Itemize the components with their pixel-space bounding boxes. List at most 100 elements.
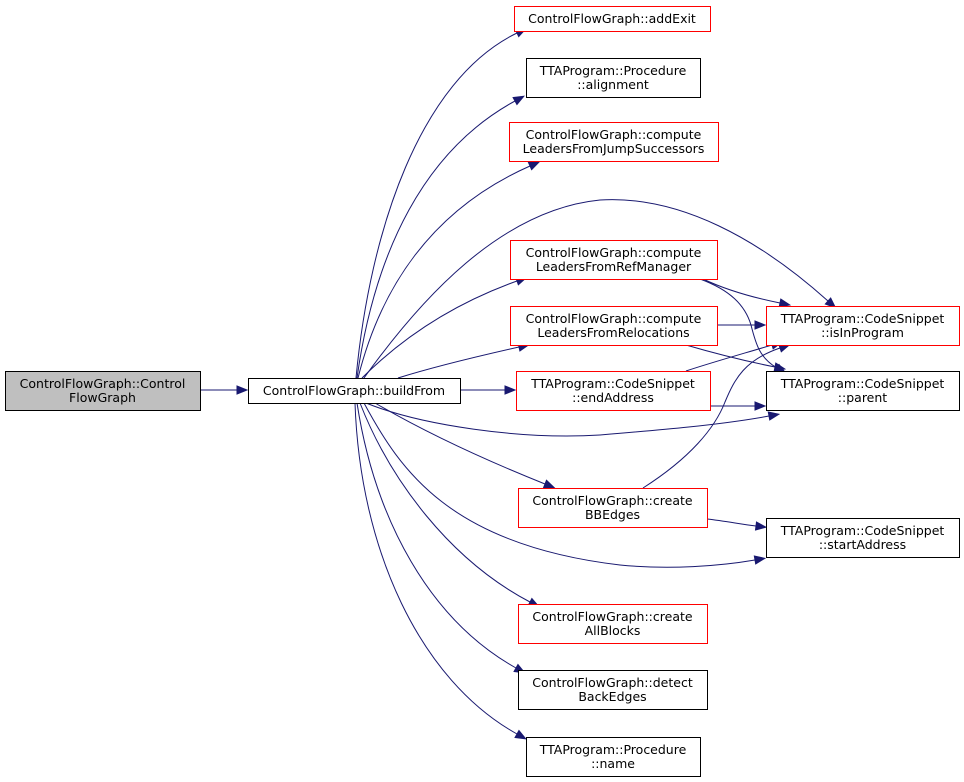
node-label-line: LeadersFromRelocations (537, 325, 689, 340)
node-label-line: LeadersFromRefManager (536, 259, 692, 274)
edge-line (685, 344, 773, 372)
node-label-line: BackEdges (578, 689, 646, 704)
node-startAddress[interactable]: TTAProgram::CodeSnippet::startAddress (766, 518, 960, 558)
edge-buildFrom-to-name (354, 402, 527, 740)
edge-line (706, 518, 757, 527)
node-label-line: ControlFlowGraph::detect (532, 675, 693, 690)
node-box (509, 122, 719, 162)
node-label-line: ControlFlowGraph::compute (526, 127, 702, 142)
arrowhead (504, 385, 517, 395)
node-label-line: TTAProgram::Procedure (539, 742, 687, 757)
arrowhead (773, 362, 787, 372)
edge-line (361, 280, 518, 379)
edge-line (642, 347, 781, 489)
arrowhead (514, 729, 527, 740)
edge-line (356, 100, 516, 379)
node-addExit[interactable]: ControlFlowGraph::addExit (514, 6, 711, 32)
node-label-line: ::endAddress (572, 390, 654, 405)
node-label-line: TTAProgram::CodeSnippet (780, 376, 945, 391)
node-box (766, 306, 960, 346)
edge-endAddress-to-parent (710, 401, 767, 411)
node-label-line: ControlFlowGraph::addExit (528, 11, 696, 26)
edge-bbEdges-to-startAddress (706, 518, 768, 531)
edge-line (702, 278, 781, 304)
arrowhead (754, 320, 767, 330)
node-label-line: FlowGraph (69, 390, 136, 405)
node-jumpSucc[interactable]: ControlFlowGraph::computeLeadersFromJump… (509, 122, 719, 162)
edge-line (356, 402, 517, 669)
node-label-line: ::name (591, 756, 635, 771)
node-label-line: TTAProgram::Procedure (539, 63, 687, 78)
edge-buildFrom-to-startAddress (363, 402, 767, 568)
arrowhead (512, 95, 525, 106)
node-label-line: TTAProgram::CodeSnippet (780, 523, 945, 538)
edge-buildFrom-to-addExit (355, 28, 528, 379)
node-label-line: ControlFlowGraph::create (532, 493, 692, 508)
node-label-line: ::isInProgram (821, 325, 904, 340)
node-box (518, 670, 708, 710)
edge-line (357, 165, 531, 379)
node-box (518, 604, 708, 644)
node-isInProgram[interactable]: TTAProgram::CodeSnippet::isInProgram (766, 306, 960, 346)
node-box (526, 58, 701, 98)
node-relocations[interactable]: ControlFlowGraph::computeLeadersFromRelo… (510, 306, 718, 346)
node-alignment[interactable]: TTAProgram::Procedure::alignment (526, 58, 701, 98)
node-label-line: ControlFlowGraph::compute (526, 311, 702, 326)
node-box (516, 371, 711, 411)
edge-refManager-to-isInProgram (702, 278, 792, 308)
node-label-line: ControlFlowGraph::compute (526, 245, 702, 260)
edge-line (374, 402, 546, 485)
node-refManager[interactable]: ControlFlowGraph::computeLeadersFromRefM… (510, 240, 718, 280)
edge-line (354, 402, 518, 735)
edge-buildFrom-to-parent (365, 402, 781, 437)
node-label-line: LeadersFromJumpSuccessors (523, 141, 705, 156)
arrowhead (754, 401, 767, 411)
node-box (514, 6, 711, 32)
edge-buildFrom-to-endAddress (460, 385, 517, 395)
node-label-line: ControlFlowGraph::Control (20, 376, 186, 391)
node-box (518, 488, 708, 528)
node-endAddress[interactable]: TTAProgram::CodeSnippet::endAddress (516, 371, 711, 411)
node-box (5, 371, 201, 411)
node-box (248, 378, 461, 404)
node-name[interactable]: TTAProgram::Procedure::name (526, 737, 701, 777)
node-box (526, 737, 701, 777)
edge-buildFrom-to-jumpSucc (357, 161, 541, 379)
arrowhead (778, 298, 792, 308)
arrowhead (527, 161, 541, 171)
edge-line (363, 199, 829, 379)
node-label-line: ::startAddress (819, 537, 906, 552)
edge-line (355, 32, 518, 379)
arrowhead (824, 297, 837, 309)
edge-line (685, 344, 776, 368)
node-box (766, 518, 960, 558)
edge-line (397, 346, 520, 379)
edge-line (365, 402, 770, 437)
edge-cfg_ctor-to-buildFrom (200, 385, 249, 395)
node-box (766, 371, 960, 411)
node-buildFrom[interactable]: ControlFlowGraph::buildFrom (248, 378, 461, 404)
edges-layer (200, 28, 837, 740)
edge-buildFrom-to-bbEdges (374, 402, 556, 489)
node-box (510, 240, 718, 280)
node-cfg_ctor: ControlFlowGraph::ControlFlowGraph (5, 371, 201, 411)
arrowhead (236, 385, 249, 395)
node-label-line: TTAProgram::CodeSnippet (780, 311, 945, 326)
node-label-line: ControlFlowGraph::buildFrom (263, 383, 445, 398)
arrowhead (754, 521, 768, 531)
edge-buildFrom-to-isInProgram (363, 199, 837, 379)
node-parent[interactable]: TTAProgram::CodeSnippet::parent (766, 371, 960, 411)
node-label-line: AllBlocks (585, 623, 641, 638)
edge-buildFrom-to-alignment (356, 95, 525, 379)
edge-buildFrom-to-relocations (397, 342, 531, 379)
edge-buildFrom-to-refManager (361, 276, 528, 379)
arrowhead (767, 411, 781, 421)
node-label-line: ControlFlowGraph::create (532, 609, 692, 624)
node-label-line: BBEdges (585, 507, 640, 522)
node-box (510, 306, 718, 346)
